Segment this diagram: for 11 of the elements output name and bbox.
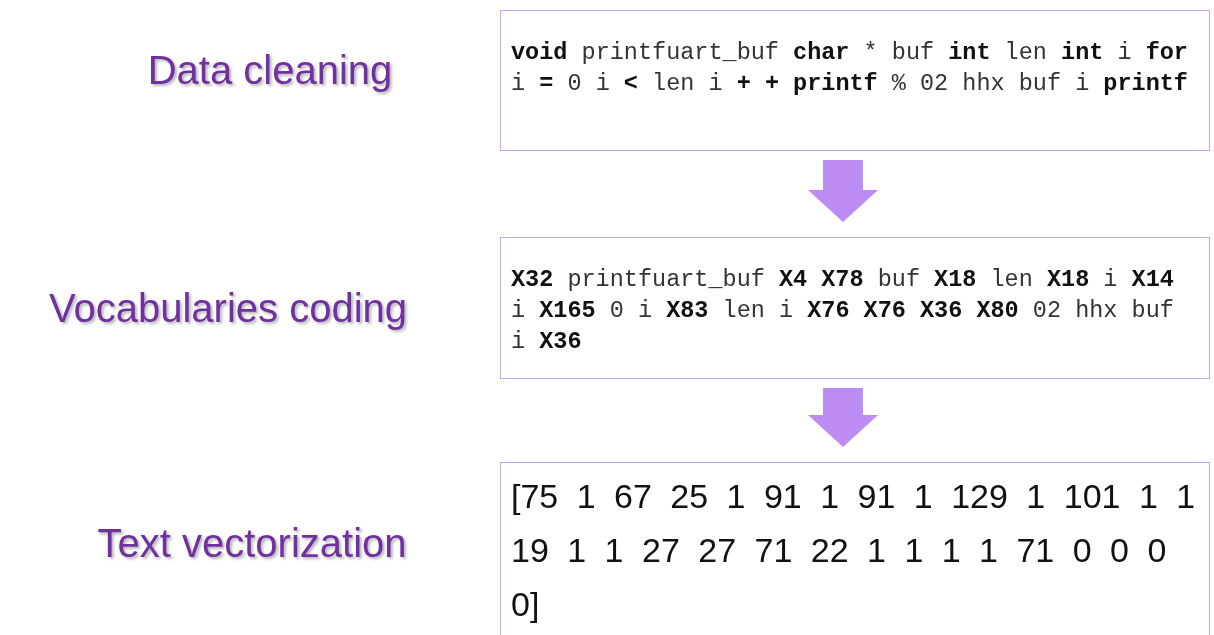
- code-text: void printfuart_buf char* buf int len int i for i = 0 i < len i + + printf % 02 hhx buf i printf: [510, 38, 1189, 99]
- step-heading: Vocabularies coding: [49, 285, 407, 331]
- text-box: [500, 237, 1210, 379]
- code-text: X32 printfuart_buf X4 X78 buf X18 len X18 i X14 i X165 0 i X83 len i X76 X76 X36 X80 02 hhx buf i X36: [510, 265, 1175, 357]
- block-arrow: [808, 388, 878, 447]
- text-box: [500, 10, 1210, 151]
- step-heading: Text vectorization: [97, 520, 407, 566]
- block-arrow: [808, 160, 878, 222]
- vector-text: [75 1 67 25 1 91 1 91 1 129 1 101 1 1 19 1 1 27 27 71 22 1 1 1 1 71 0 0 0 0]: [510, 476, 1197, 625]
- text-box: [500, 462, 1210, 635]
- step-heading: Data cleaning: [147, 47, 393, 93]
